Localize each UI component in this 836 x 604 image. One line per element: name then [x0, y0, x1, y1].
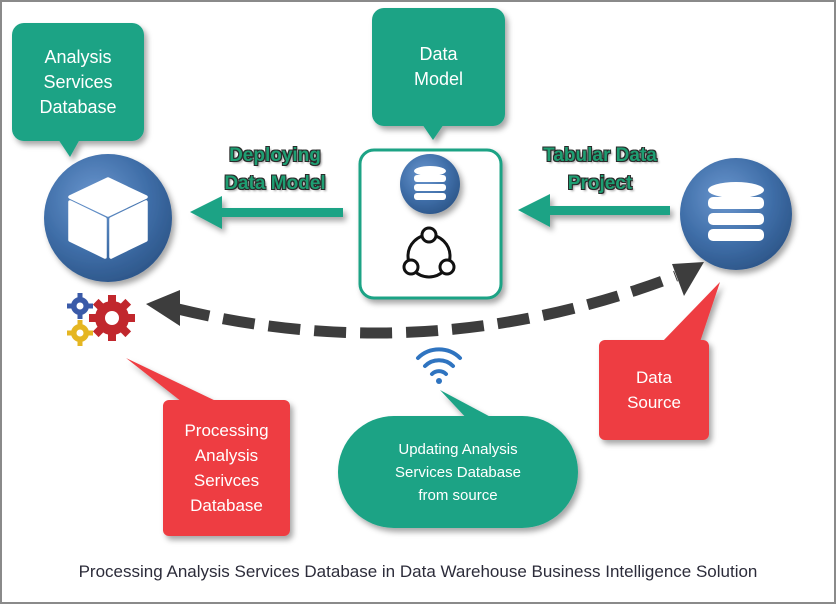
- updating-dashed-arrow: [146, 262, 704, 339]
- data-model-callout: [372, 8, 505, 140]
- data-source-callout: [599, 282, 720, 440]
- analysis-services-database-label: Analysis Services Database: [39, 46, 117, 117]
- diagram-caption: Processing Analysis Services Database in…: [78, 562, 758, 581]
- database-icon: [400, 154, 460, 214]
- data-model-box: [358, 148, 503, 300]
- share-network-icon: [402, 226, 456, 279]
- tabular-arrow: [518, 194, 670, 227]
- cube-icon: [44, 154, 172, 282]
- wifi-icon: [416, 347, 462, 384]
- data-model-label: Data Model: [413, 44, 464, 89]
- analysis-services-callout: [12, 23, 144, 157]
- tabular-data-project-label: Tabular Data Project: [543, 145, 657, 194]
- processing-callout: [126, 358, 290, 536]
- processing-label: Processing Analysis Serivces Database: [184, 421, 269, 515]
- data-source-database-icon: [680, 158, 792, 270]
- deploying-data-model-label: Deploying Data Model: [224, 145, 326, 194]
- gears-icon: [67, 293, 135, 346]
- deploying-arrow: [190, 196, 343, 229]
- data-source-label: Data Source: [627, 368, 681, 412]
- updating-bubble: [338, 390, 578, 528]
- updating-label: Updating Analysis Services Database from…: [395, 440, 521, 504]
